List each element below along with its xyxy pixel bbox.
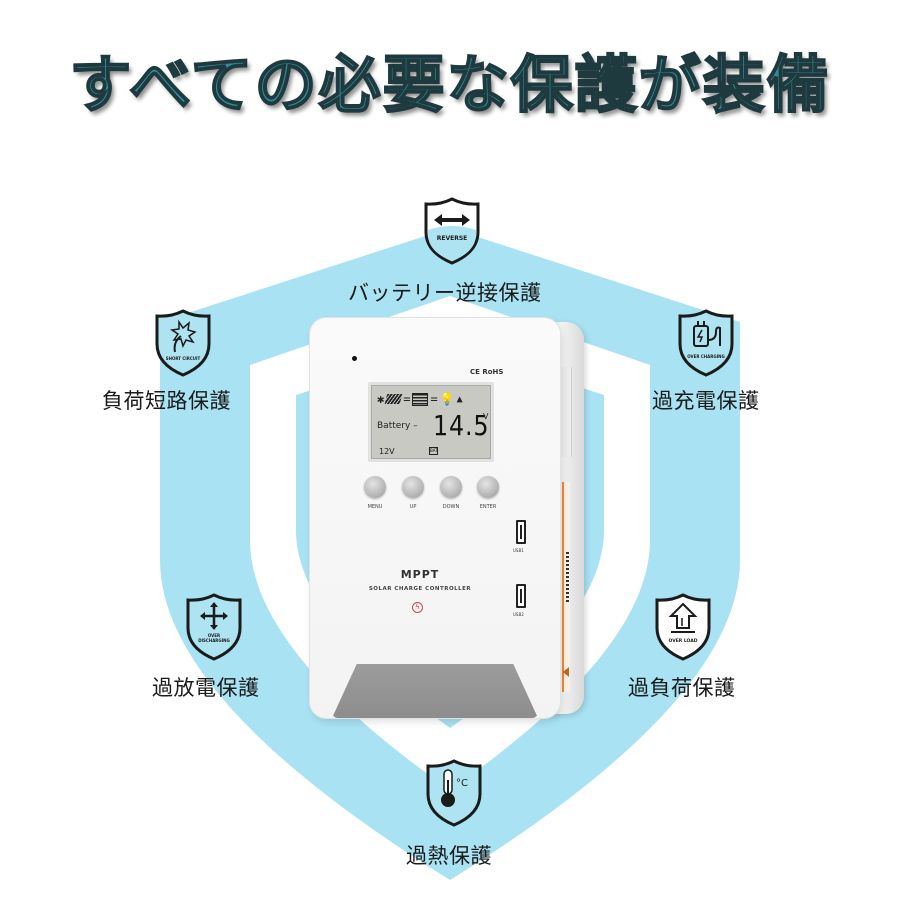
- svg-text:DISCHARGING: DISCHARGING: [198, 638, 230, 643]
- device-front-panel: CE RoHS ✱ = = 💡 ▲ Battery – 14.5 V 12V B…: [310, 318, 560, 718]
- reverse-polarity-badge: REVERSE: [422, 196, 482, 266]
- feature-label-over-heat: 過熱保護: [406, 844, 492, 868]
- feature-label-over-load: 過負荷保護: [628, 676, 736, 700]
- side-warning-sticker: [562, 482, 570, 692]
- over-discharging-badge: OVER DISCHARGING: [184, 592, 244, 662]
- solar-panel-icon: [384, 394, 403, 404]
- control-buttons: MENU UP DOWN ENTER: [364, 476, 504, 516]
- over-heat-badge: °C: [424, 758, 484, 828]
- upload-arrow-icon: OVER LOAD: [655, 593, 711, 661]
- product-name: MPPT: [400, 568, 440, 581]
- brand-logo-icon: ϟ: [412, 602, 423, 613]
- usb2-label: USB2: [513, 612, 524, 617]
- sun-icon: ✱: [377, 392, 385, 406]
- lcd-battery-small-icon: BAT: [429, 447, 438, 455]
- svg-text:°C: °C: [456, 778, 468, 789]
- short-circuit-badge: SHORT CIRCUIT: [153, 308, 213, 378]
- reverse-arrows-icon: REVERSE: [424, 197, 480, 265]
- spark-icon: SHORT CIRCUIT: [155, 309, 211, 377]
- lcd-display: ✱ = = 💡 ▲ Battery – 14.5 V 12V BAT: [368, 382, 494, 462]
- svg-text:OVER LOAD: OVER LOAD: [669, 638, 698, 644]
- feature-label-reverse: バッテリー逆接保護: [348, 281, 542, 305]
- over-load-badge: OVER LOAD: [653, 592, 713, 662]
- charger-plug-icon: OVER CHARGING: [678, 309, 734, 377]
- enter-button[interactable]: [477, 476, 499, 498]
- bulb-icon: 💡: [439, 392, 455, 406]
- warning-arrow-icon: [563, 667, 569, 677]
- svg-text:SHORT CIRCUIT: SHORT CIRCUIT: [166, 356, 201, 361]
- status-led: [352, 356, 357, 361]
- up-button-label: UP: [409, 504, 417, 510]
- svg-text:OVER: OVER: [208, 633, 220, 638]
- lcd-system-voltage: 12V: [379, 447, 395, 456]
- certification-marks: CE RoHS: [470, 368, 504, 376]
- down-button-label: DOWN: [442, 504, 460, 510]
- up-button[interactable]: [402, 476, 424, 498]
- usb2-port[interactable]: [516, 584, 526, 608]
- usb1-label: USB1: [513, 548, 524, 553]
- enter-button-label: ENTER: [479, 504, 497, 510]
- menu-button-label: MENU: [367, 504, 383, 510]
- lcd-battery-label: Battery –: [377, 421, 418, 431]
- equals-icon: =: [430, 392, 438, 406]
- svg-text:REVERSE: REVERSE: [437, 235, 468, 242]
- warning-triangle-icon: ▲: [456, 393, 463, 405]
- feature-label-over-charging: 過充電保護: [652, 389, 760, 413]
- thermometer-icon: °C: [426, 759, 482, 827]
- mppt-charge-controller: CE RoHS ✱ = = 💡 ▲ Battery – 14.5 V 12V B…: [310, 318, 584, 718]
- side-spec-label: [560, 367, 572, 457]
- terminal-cover: [332, 664, 538, 718]
- menu-button[interactable]: [364, 476, 386, 498]
- battery-icon: [412, 392, 429, 406]
- svg-text:OVER CHARGING: OVER CHARGING: [687, 354, 724, 359]
- page-headline: すべての必要な保護が装備: [68, 47, 831, 122]
- lcd-voltage-value: 14.5: [433, 409, 490, 442]
- over-charging-badge: OVER CHARGING: [676, 308, 736, 378]
- four-way-arrows-icon: OVER DISCHARGING: [186, 593, 242, 661]
- equals-icon: =: [403, 392, 411, 406]
- feature-label-short-circuit: 負荷短路保護: [102, 389, 231, 413]
- lcd-status-icons: ✱ = = 💡 ▲: [377, 390, 491, 408]
- feature-label-over-discharging: 過放電保護: [152, 676, 260, 700]
- usb1-port[interactable]: [516, 520, 526, 544]
- down-button[interactable]: [440, 476, 462, 498]
- lcd-voltage-unit: V: [483, 412, 489, 421]
- product-subtitle: SOLAR CHARGE CONTROLLER: [368, 586, 472, 592]
